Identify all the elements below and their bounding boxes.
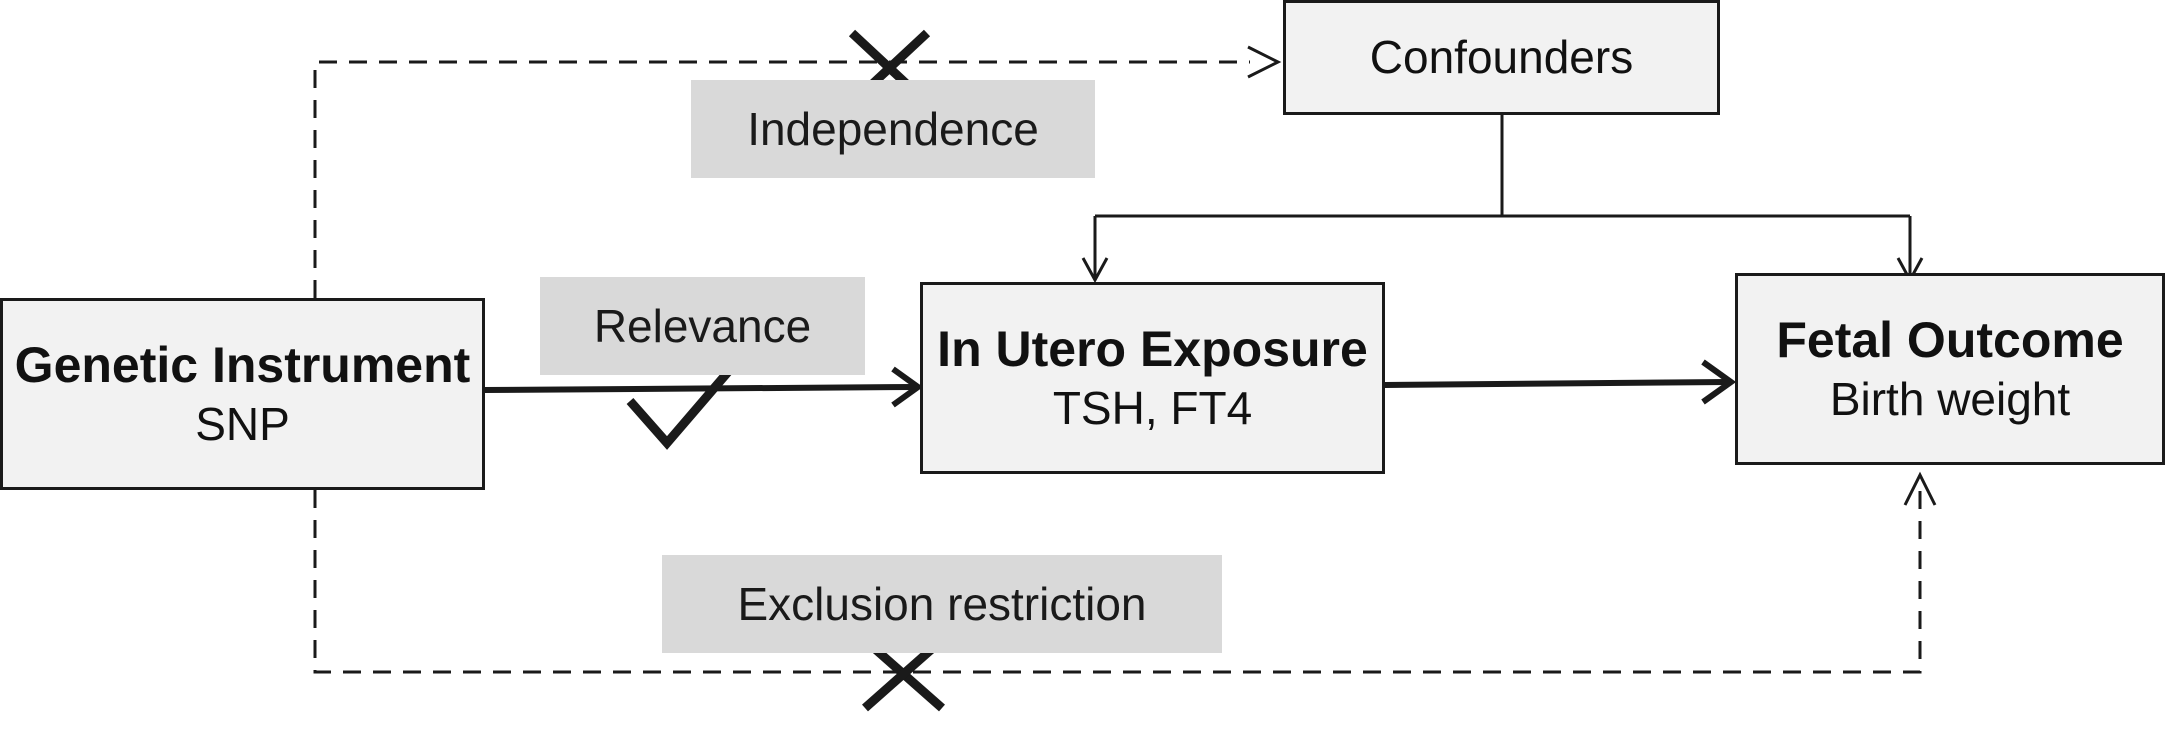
independence-label-box: Independence: [691, 80, 1095, 178]
exclusion-label: Exclusion restriction: [737, 578, 1147, 630]
exclusion-label-box: Exclusion restriction: [662, 555, 1222, 653]
relevance-arrowhead: [891, 366, 924, 408]
exposure-subtitle: TSH, FT4: [1052, 382, 1253, 435]
confounders-label: Confounders: [1369, 31, 1634, 84]
exposure-to-outcome-arrow: [1384, 379, 1729, 388]
fetal-outcome-subtitle: Birth weight: [1829, 373, 2071, 426]
independence-arrowhead: [1247, 45, 1282, 79]
confounders-node: Confounders: [1283, 0, 1720, 115]
fetal-outcome-node: Fetal Outcome Birth weight: [1735, 273, 2165, 465]
exposure-to-outcome-arrowhead: [1701, 359, 1737, 405]
exposure-node: In Utero Exposure TSH, FT4: [920, 282, 1385, 474]
confounders-to-exposure-arrowhead: [1081, 257, 1109, 284]
relevance-label: Relevance: [593, 300, 812, 352]
check-mark-icon: [626, 355, 744, 450]
exclusion-arrowhead: [1903, 471, 1937, 506]
exclusion-arrow: [313, 490, 1922, 674]
genetic-instrument-node: Genetic Instrument SNP: [0, 298, 485, 490]
genetic-instrument-title: Genetic Instrument: [14, 337, 471, 394]
genetic-instrument-subtitle: SNP: [195, 398, 290, 451]
fetal-outcome-title: Fetal Outcome: [1776, 312, 2124, 369]
independence-label: Independence: [747, 103, 1039, 155]
exposure-title: In Utero Exposure: [937, 321, 1368, 378]
relevance-label-box: Relevance: [540, 277, 865, 375]
relevance-arrow: [483, 384, 916, 393]
